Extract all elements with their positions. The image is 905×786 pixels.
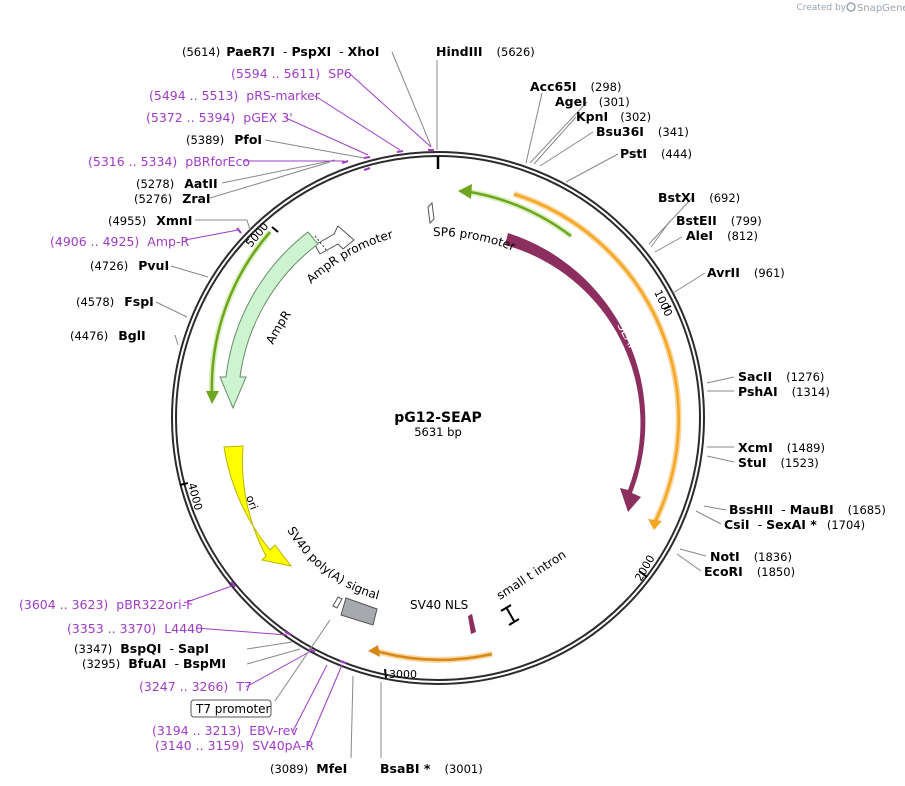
sp6-orf-arrowhead [458, 184, 472, 199]
site-mfei[interactable]: (3089)MfeI [270, 761, 347, 776]
site-sacii[interactable]: SacII(1276) [738, 369, 824, 384]
t7-promoter-label: T7 promoter [195, 702, 271, 716]
site-bsabi[interactable]: BsaBI *(3001) [380, 761, 483, 776]
sv40-polya-box[interactable] [340, 597, 378, 626]
primer-t7[interactable]: (3247 .. 3266)T7 [139, 679, 252, 694]
plasmid-name: pG12-SEAP [394, 410, 482, 426]
primer-l4440[interactable]: (3353 .. 3370)L4440 [67, 621, 203, 636]
seap-arrow[interactable] [505, 233, 646, 512]
primer-pbr322ori-f[interactable]: (3604 .. 3623)pBR322ori-F [19, 597, 193, 612]
primer-amp-r[interactable]: (4906 .. 4925)Amp-R [50, 234, 189, 249]
t7-promoter-callout[interactable]: T7 promoter [190, 699, 272, 718]
ampr-gene-arrow[interactable] [219, 231, 319, 410]
site-agei[interactable]: AgeI(301) [555, 94, 630, 109]
sp6-promoter-label: SP6 promoter [433, 225, 517, 254]
orf-arc-bottom [375, 649, 493, 662]
connector-lines [155, 51, 735, 759]
plasmid-length: 5631 bp [414, 425, 462, 439]
sv40-polya-small-arrow [332, 596, 343, 609]
site-hindiii[interactable]: HindIII(5626) [436, 44, 535, 59]
small-t-intron-label: small t intron [494, 547, 568, 602]
orf-arc-right [513, 192, 680, 523]
site-bspqi[interactable]: (3347)BspQI-SapI [74, 641, 209, 656]
tick-marks [179, 226, 672, 679]
primer-pbrforeco[interactable]: (5316 .. 5334)pBRforEco [88, 154, 250, 169]
site-aatii[interactable]: (5278)AatII [136, 176, 218, 191]
small-t-intron-marker[interactable] [500, 604, 520, 626]
orf-arc-bottom-arrowhead [368, 645, 380, 657]
ampr-orf-arc [210, 231, 271, 396]
site-avrii[interactable]: AvrII(961) [707, 265, 785, 280]
site-xcmi[interactable]: XcmI(1489) [738, 440, 825, 455]
primer-prs-marker[interactable]: (5494 .. 5513)pRS-marker [149, 88, 321, 103]
site-pvui[interactable]: (4726)PvuI [90, 258, 169, 273]
site-alei[interactable]: AleI(812) [686, 228, 758, 243]
sv40-nls-arrow[interactable] [468, 614, 476, 634]
snapgene-logo-icon [846, 2, 856, 12]
site-kpni[interactable]: KpnI(302) [576, 109, 651, 124]
ampr-label: AmpR [263, 308, 294, 346]
site-xmni[interactable]: (4955)XmnI [108, 213, 192, 228]
restriction-sites: (5614)PaeR7I-PspXI-XhoI HindIII(5626) Ac… [70, 44, 886, 776]
site-fspi[interactable]: (4578)FspI [76, 294, 154, 309]
primer-sp6[interactable]: (5594 .. 5611)SP6 [231, 66, 352, 81]
ori-arrow[interactable] [223, 445, 293, 567]
site-noti[interactable]: NotI(1836) [710, 549, 792, 564]
ori-label: ori [243, 494, 260, 512]
t7-promoter-box [190, 699, 272, 718]
sv40-polya-label: SV40 poly(A) signal [284, 524, 381, 602]
seap-label: SEAP [614, 320, 641, 354]
primer-sv40pa-r[interactable]: (3140 .. 3159)SV40pA-R [155, 738, 314, 753]
tick-3000: 3000 [389, 668, 417, 681]
site-zrai[interactable]: (5276)ZraI [134, 191, 211, 206]
site-bsteii[interactable]: BstEII(799) [676, 213, 762, 228]
site-csii[interactable]: CsiI-SexAI *(1704) [724, 517, 865, 532]
site-bfuai[interactable]: (3295)BfuAI-BspMI [82, 656, 226, 671]
site-bgli[interactable]: (4476)BglI [70, 328, 146, 343]
site-paer7i[interactable]: (5614)PaeR7I-PspXI-XhoI [182, 44, 379, 59]
credit-prefix: Created by [796, 3, 846, 13]
ampr-promoter-divider [314, 235, 329, 253]
site-psti[interactable]: PstI(444) [620, 146, 692, 161]
site-bstxi[interactable]: BstXI(692) [658, 190, 740, 205]
primer-pgex[interactable]: (5372 .. 5394)pGEX 3' [146, 110, 293, 125]
site-pshai[interactable]: PshAI(1314) [738, 384, 830, 399]
sv40-nls-label: SV40 NLS [410, 598, 468, 612]
site-pfoi[interactable]: (5389)PfoI [186, 132, 262, 147]
credit-brand: SnapGene [857, 3, 905, 14]
ampr-promoter-arrow[interactable] [314, 225, 355, 255]
sp6-promoter-arrow[interactable] [427, 201, 435, 225]
backbone-outer [171, 151, 705, 685]
site-bsu36i[interactable]: Bsu36I(341) [596, 124, 689, 139]
site-ecori[interactable]: EcoRI(1850) [704, 564, 795, 579]
site-acc65i[interactable]: Acc65I(298) [530, 79, 621, 94]
site-stui[interactable]: StuI(1523) [738, 455, 819, 470]
site-bsshii[interactable]: BssHII-MauBI(1685) [729, 502, 886, 517]
primer-ebv-rev[interactable]: (3194 .. 3213)EBV-rev [152, 723, 298, 738]
ampr-orf-arrowhead [206, 391, 219, 404]
primer-marks [230, 149, 434, 664]
sp6-orf-arc [463, 189, 572, 237]
snapgene-credit: Created by SnapGene [796, 2, 905, 14]
primer-labels: (5594 .. 5611)SP6 (5494 .. 5513)pRS-mark… [19, 66, 352, 753]
orf-arc-right-arrowhead [648, 519, 662, 530]
